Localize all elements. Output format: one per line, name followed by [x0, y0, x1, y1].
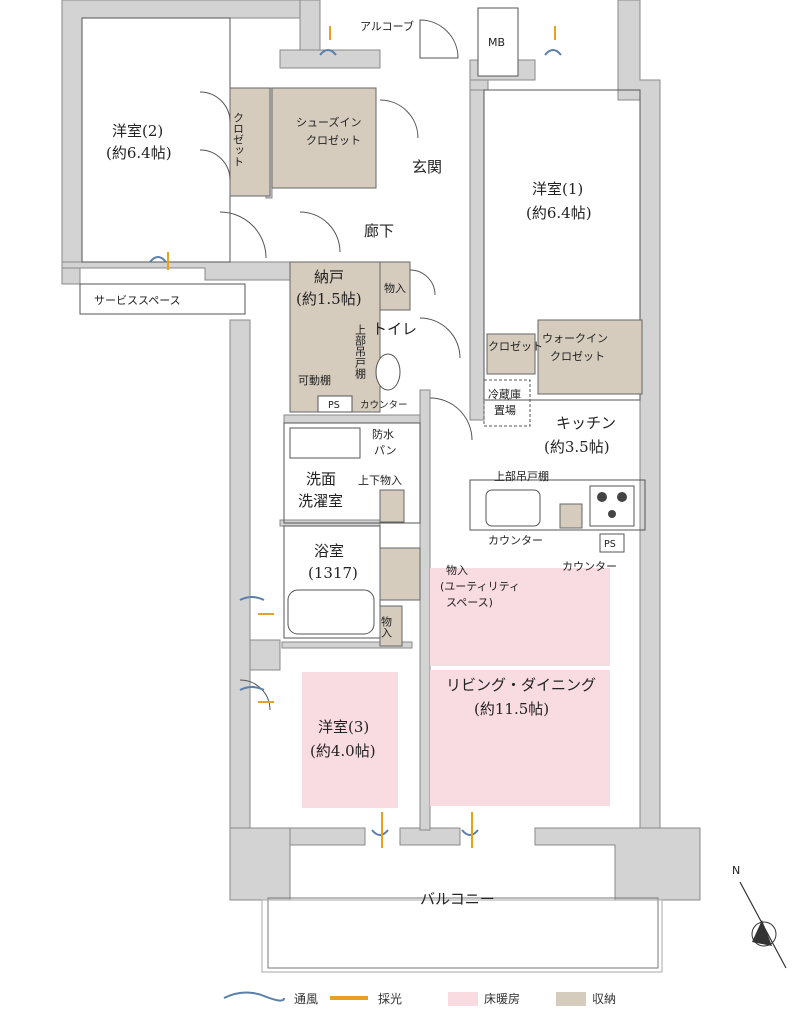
waterproof-pan-label-2: パン	[374, 444, 397, 457]
room-western3-size: (約4.0帖)	[310, 742, 376, 760]
storage-legend-swatch	[556, 992, 586, 1006]
kitchen-sink	[485, 489, 541, 527]
fridge-space	[483, 379, 531, 427]
walk-in-label-2: クロゼット	[550, 350, 605, 363]
upper-cabinet-vertical-label: 上部吊戸棚	[354, 324, 367, 380]
mono-iri-2-label: 物入	[380, 615, 393, 638]
ps-label-kitchen: PS	[604, 539, 616, 550]
floor-heating-western3	[302, 672, 398, 808]
entrance-label: 玄関	[412, 158, 442, 176]
room-western1-name: 洋室(1)	[532, 180, 583, 198]
utility-label-1: 物入	[446, 563, 468, 577]
toilet-label: トイレ	[372, 320, 417, 338]
room-living-name: リビング・ダイニング	[446, 676, 596, 694]
room-bath-size: (1317)	[308, 564, 358, 582]
hallway-label: 廊下	[364, 222, 394, 240]
movable-shelf-label: 可動棚	[298, 373, 331, 387]
mb-label: MB	[488, 36, 505, 49]
ps-box-kitchen	[599, 533, 625, 553]
balcony-label: バルコニー	[420, 890, 495, 908]
room-washroom-name2: 洗濯室	[298, 492, 343, 510]
floor-heating-legend-swatch	[448, 992, 478, 1006]
legend-floor-heating: 床暖房	[484, 991, 520, 1006]
storage-areas	[229, 87, 643, 647]
ps-box-toilet	[317, 395, 353, 413]
counter-label-toilet: カウンター	[360, 400, 408, 411]
wash-basin	[289, 427, 361, 459]
room-storeroom-name: 納戸	[314, 268, 344, 286]
floor-heating-living-lower	[430, 670, 610, 806]
service-space-label: サービススペース	[94, 294, 181, 307]
doors	[199, 19, 473, 711]
room-washroom-name1: 洗面	[306, 470, 336, 488]
stove	[589, 485, 635, 527]
walk-in-label-1: ウォークイン	[542, 332, 608, 345]
shoes-closet-label-2: クロゼット	[306, 134, 361, 147]
compass: N	[732, 864, 787, 969]
mono-iri-label: 物入	[384, 281, 406, 295]
room-western1-size: (約6.4帖)	[526, 204, 592, 222]
room-western2-name: 洋室(2)	[112, 122, 163, 140]
fridge-label-2: 置場	[494, 404, 516, 417]
room-storeroom-size: (約1.5帖)	[296, 290, 362, 308]
room-living-size: (約11.5帖)	[474, 700, 549, 718]
bathtub	[287, 589, 375, 635]
ventilation-legend-icon	[223, 991, 285, 1002]
legend: 通風 採光 床暖房 収納	[223, 991, 616, 1006]
ps-label-toilet: PS	[328, 400, 340, 411]
counter-right-label: カウンター	[562, 560, 617, 573]
upper-cabinet-label: 上部吊戸棚	[494, 469, 549, 483]
shoes-closet-label-1: シューズイン	[296, 115, 361, 129]
room-western2-size: (約6.4帖)	[106, 144, 172, 162]
utility-label-2: (ユーティリティ	[440, 580, 520, 593]
kitchen-counter-label: カウンター	[488, 534, 543, 547]
upper-lower-storage-label: 上下物入	[358, 473, 402, 487]
closet-vertical-label: クロゼット	[232, 112, 245, 167]
balcony-area	[261, 897, 663, 973]
waterproof-pan-label-1: 防水	[372, 427, 394, 441]
floor-heating-living-upper	[430, 568, 610, 666]
toilet-fixture	[375, 353, 401, 391]
room-kitchen-size: (約3.5帖)	[544, 438, 610, 456]
legend-ventilation: 通風	[294, 992, 318, 1006]
room-bath-name: 浴室	[314, 542, 344, 560]
utility-label-3: スペース)	[446, 596, 493, 609]
alcove-label: アルコーブ	[360, 19, 414, 33]
legend-storage: 収納	[592, 992, 616, 1006]
legend-daylight: 採光	[378, 992, 402, 1006]
fridge-label-1: 冷蔵庫	[488, 387, 521, 401]
airflow-marks	[149, 26, 562, 848]
room-kitchen-name: キッチン	[556, 414, 616, 432]
room-western3-name: 洋室(3)	[318, 718, 369, 736]
north-label: N	[732, 864, 740, 877]
closet-small-label: クロゼット	[488, 340, 543, 353]
mb-box	[477, 7, 519, 77]
